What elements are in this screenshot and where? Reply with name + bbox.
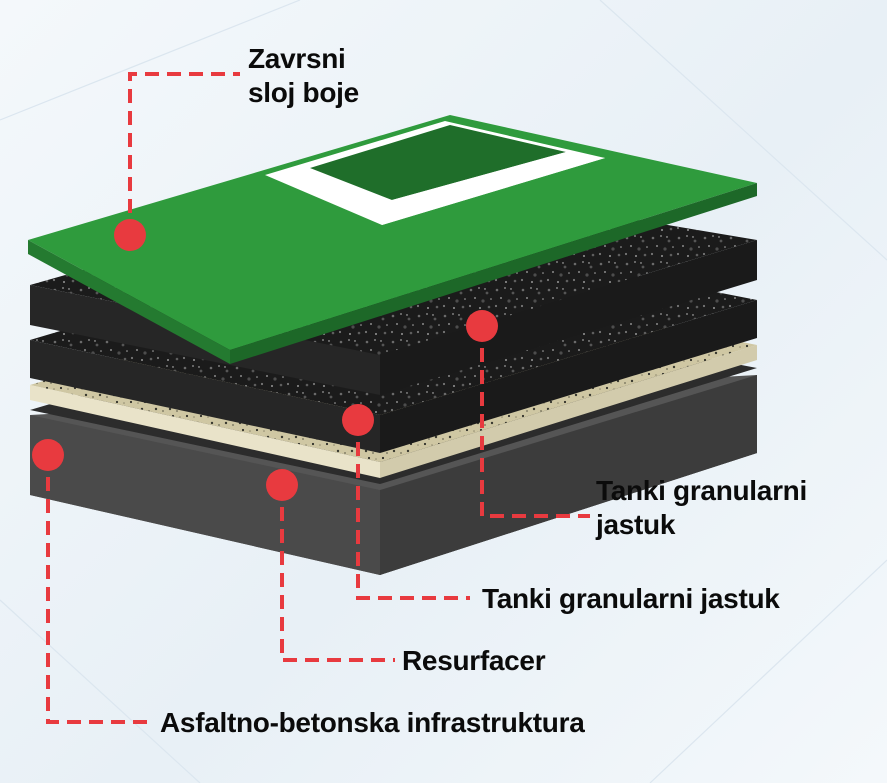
label-finish-paint-line2: sloj boje [248,77,359,108]
label-cushion-upper-line2: jastuk [596,509,676,540]
leader-base [46,455,155,724]
leaders [46,72,590,724]
leader-finish-paint [128,72,240,235]
marker-base [32,439,64,471]
label-cushion-upper-line1: Tanki granularni [596,475,807,506]
marker-resurfacer [266,469,298,501]
leader-cushion-lower [356,420,470,600]
leader-cushion-upper [480,326,590,518]
label-base: Asfaltno-betonska infrastruktura [160,707,585,738]
markers [32,219,498,501]
marker-cushion-upper [466,310,498,342]
marker-cushion-lower [342,404,374,436]
label-finish-paint-line1: Zavrsni [248,43,346,74]
label-resurfacer: Resurfacer [402,645,546,676]
marker-finish-paint [114,219,146,251]
label-cushion-lower: Tanki granularni jastuk [482,583,780,614]
label-cushion-upper: Tanki granularni jastuk [596,474,807,542]
finish-paint-layer [28,115,757,364]
label-finish-paint: Zavrsni sloj boje [248,42,359,110]
leader-resurfacer [280,485,395,662]
